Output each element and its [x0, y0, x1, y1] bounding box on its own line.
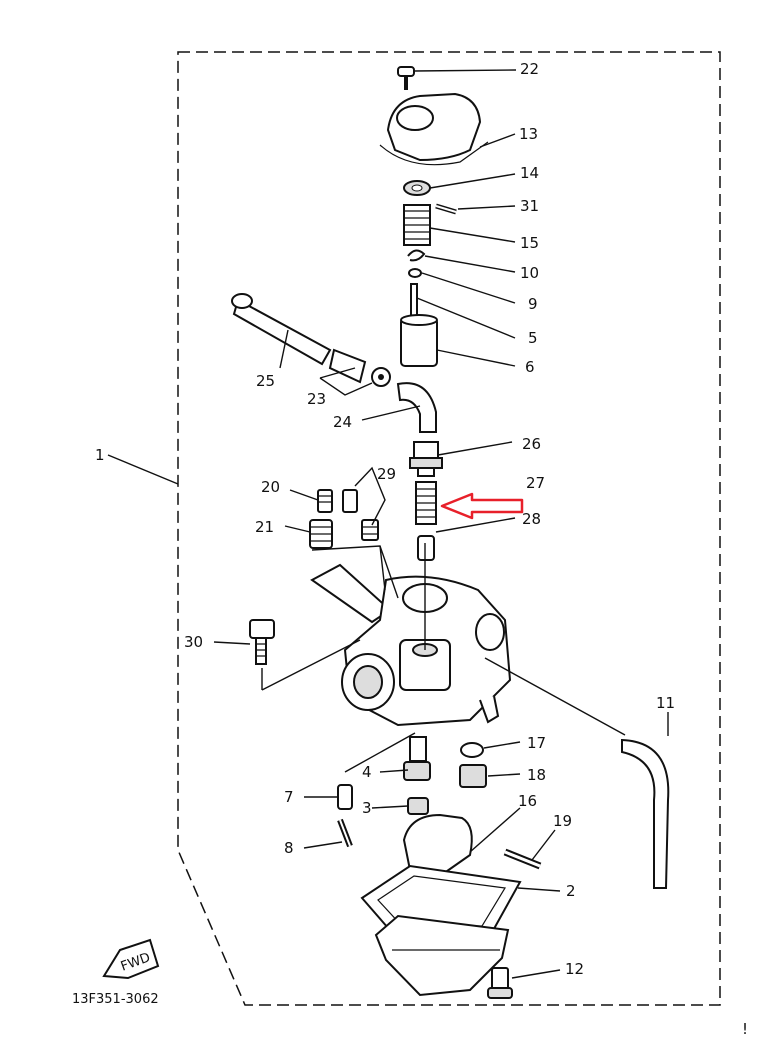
- callout-7: 7: [284, 788, 294, 806]
- corner-mark: !: [742, 1020, 748, 1038]
- leader-lines: [107, 69, 669, 979]
- part-code-label: 13F351-3062: [72, 992, 159, 1007]
- callout-25: 25: [256, 372, 275, 390]
- float-bowl: [374, 914, 510, 997]
- part-16-float: [402, 813, 473, 878]
- callout-13: 13: [519, 125, 538, 143]
- callout-27: 27: [526, 474, 545, 492]
- part-6-throttle-valve: [400, 314, 438, 367]
- callout-19: 19: [553, 812, 572, 830]
- callout-29: 29: [377, 465, 396, 483]
- callout-17: 17: [527, 734, 546, 752]
- highlight-arrow: [440, 492, 524, 520]
- part-26-jet-holder: [409, 441, 443, 477]
- callout-2: 2: [566, 882, 576, 900]
- callout-23: 23: [307, 390, 326, 408]
- callout-14: 14: [520, 164, 539, 182]
- part-22-screw: [397, 66, 415, 90]
- part-20-screw: [317, 489, 333, 513]
- callout-22: 22: [520, 60, 539, 78]
- callout-5: 5: [528, 329, 538, 347]
- assembly-boundary: [177, 51, 721, 1006]
- part-19-pin: [503, 848, 542, 870]
- callout-labels: 1 2 3 4 5 6 7 8 9 10 11 12 13 14 15 16 1…: [95, 60, 675, 978]
- part-29-pilot-screw: [342, 489, 379, 541]
- part-28-valve: [417, 535, 435, 561]
- part-11-tube: [621, 738, 670, 889]
- part-15-spring: [403, 204, 431, 246]
- part-21-spring: [309, 519, 333, 549]
- callout-30: 30: [184, 633, 203, 651]
- callout-9: 9: [528, 295, 538, 313]
- part-3-main-jet: [407, 797, 429, 815]
- callout-6: 6: [525, 358, 535, 376]
- part-31-pin: [435, 203, 457, 215]
- callout-24: 24: [333, 413, 352, 431]
- part-8-pin: [337, 818, 353, 848]
- callout-8: 8: [284, 839, 294, 857]
- callout-3: 3: [362, 799, 372, 817]
- callout-18: 18: [527, 766, 546, 784]
- part-13-top-cover: [379, 92, 489, 166]
- part-30-bolt: [249, 619, 275, 665]
- carburetor-body: [310, 563, 512, 727]
- part-14-cap: [403, 180, 431, 196]
- part-4-needle-jet: [403, 736, 431, 781]
- callout-16: 16: [518, 792, 537, 810]
- part-12-screw: [487, 967, 513, 999]
- part-10-clip: [407, 249, 426, 262]
- callout-26: 26: [522, 435, 541, 453]
- callout-31: 31: [520, 197, 539, 215]
- callout-1: 1: [95, 446, 105, 464]
- callout-12: 12: [565, 960, 584, 978]
- callout-10: 10: [520, 264, 539, 282]
- part-18-plug: [459, 764, 487, 788]
- callout-21: 21: [255, 518, 274, 536]
- part-25-cable-boot: [231, 293, 332, 366]
- callout-28: 28: [522, 510, 541, 528]
- part-27-spring: [415, 481, 437, 525]
- fwd-arrow-icon: FWD: [102, 938, 160, 980]
- callout-15: 15: [520, 234, 539, 252]
- part-9-washer: [408, 268, 422, 278]
- callout-11: 11: [656, 694, 675, 712]
- part-7-drain-screw: [337, 784, 353, 810]
- callout-4: 4: [362, 763, 372, 781]
- part-17-washer: [460, 742, 484, 758]
- callout-20: 20: [261, 478, 280, 496]
- part-23-sleeve: [328, 348, 391, 387]
- part-24-elbow: [396, 382, 437, 433]
